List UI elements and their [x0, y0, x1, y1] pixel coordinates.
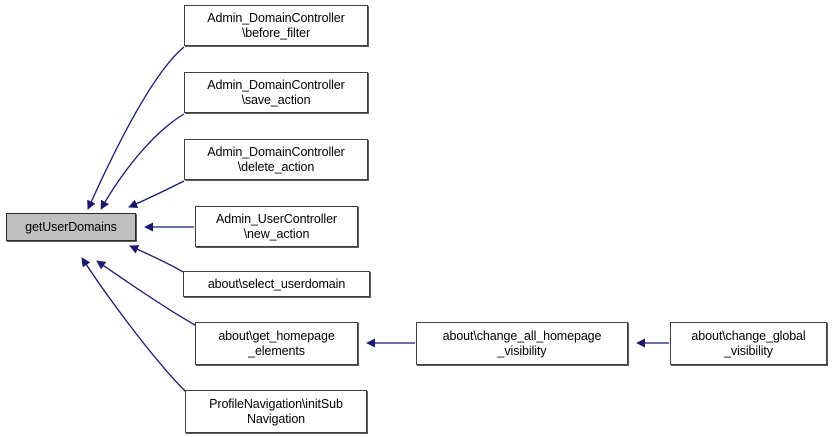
graph-node-label: about\change_global _visibility [691, 328, 806, 358]
graph-node-about_get_homepage_elements[interactable]: about\get_homepage _elements [195, 322, 358, 365]
graph-node-label: about\get_homepage _elements [218, 328, 335, 358]
graph-node-about_select_userdomain[interactable]: about\select_userdomain [183, 271, 370, 297]
graph-node-label: Admin_UserController \new_action [216, 211, 337, 241]
graph-node-label: Admin_DomainController \save_action [207, 77, 345, 107]
graph-edge-about_get_homepage_elements-to-getuserdomains [96, 260, 196, 326]
graph-node-label: Admin_DomainController \before_filter [207, 10, 345, 40]
graph-edge-admin_domaincontroller_save_action-to-getuserdomains [100, 113, 185, 210]
graph-node-about_change_global_visibility[interactable]: about\change_global _visibility [670, 322, 827, 365]
graph-node-label: getUserDomains [25, 219, 117, 234]
graph-node-label: ProfileNavigation\initSub Navigation [209, 396, 343, 426]
graph-node-about_change_all_homepage_visibility[interactable]: about\change_all_homepage _visibility [416, 322, 628, 365]
graph-node-admin_domaincontroller_save_action[interactable]: Admin_DomainController \save_action [184, 72, 368, 113]
graph-node-admin_domaincontroller_before_filter[interactable]: Admin_DomainController \before_filter [184, 5, 368, 46]
graph-edge-profilenavigation_initsubnavigation-to-getuserdomains [81, 257, 187, 393]
graph-node-admin_usercontroller_new_action[interactable]: Admin_UserController \new_action [195, 206, 358, 247]
graph-node-label: about\select_userdomain [207, 276, 346, 291]
graph-node-label: about\change_all_homepage _visibility [442, 328, 602, 358]
graph-edge-admin_domaincontroller_delete_action-to-getuserdomains [128, 180, 185, 209]
graph-node-label: Admin_DomainController \delete_action [207, 144, 345, 174]
graph-node-getuserdomains[interactable]: getUserDomains [6, 213, 136, 241]
graph-edge-admin_domaincontroller_before_filter-to-getuserdomains [87, 46, 185, 210]
graph-node-profilenavigation_initsubnavigation[interactable]: ProfileNavigation\initSub Navigation [185, 390, 367, 433]
graph-edge-about_select_userdomain-to-getuserdomains [129, 245, 184, 273]
graph-node-admin_domaincontroller_delete_action[interactable]: Admin_DomainController \delete_action [184, 139, 368, 180]
